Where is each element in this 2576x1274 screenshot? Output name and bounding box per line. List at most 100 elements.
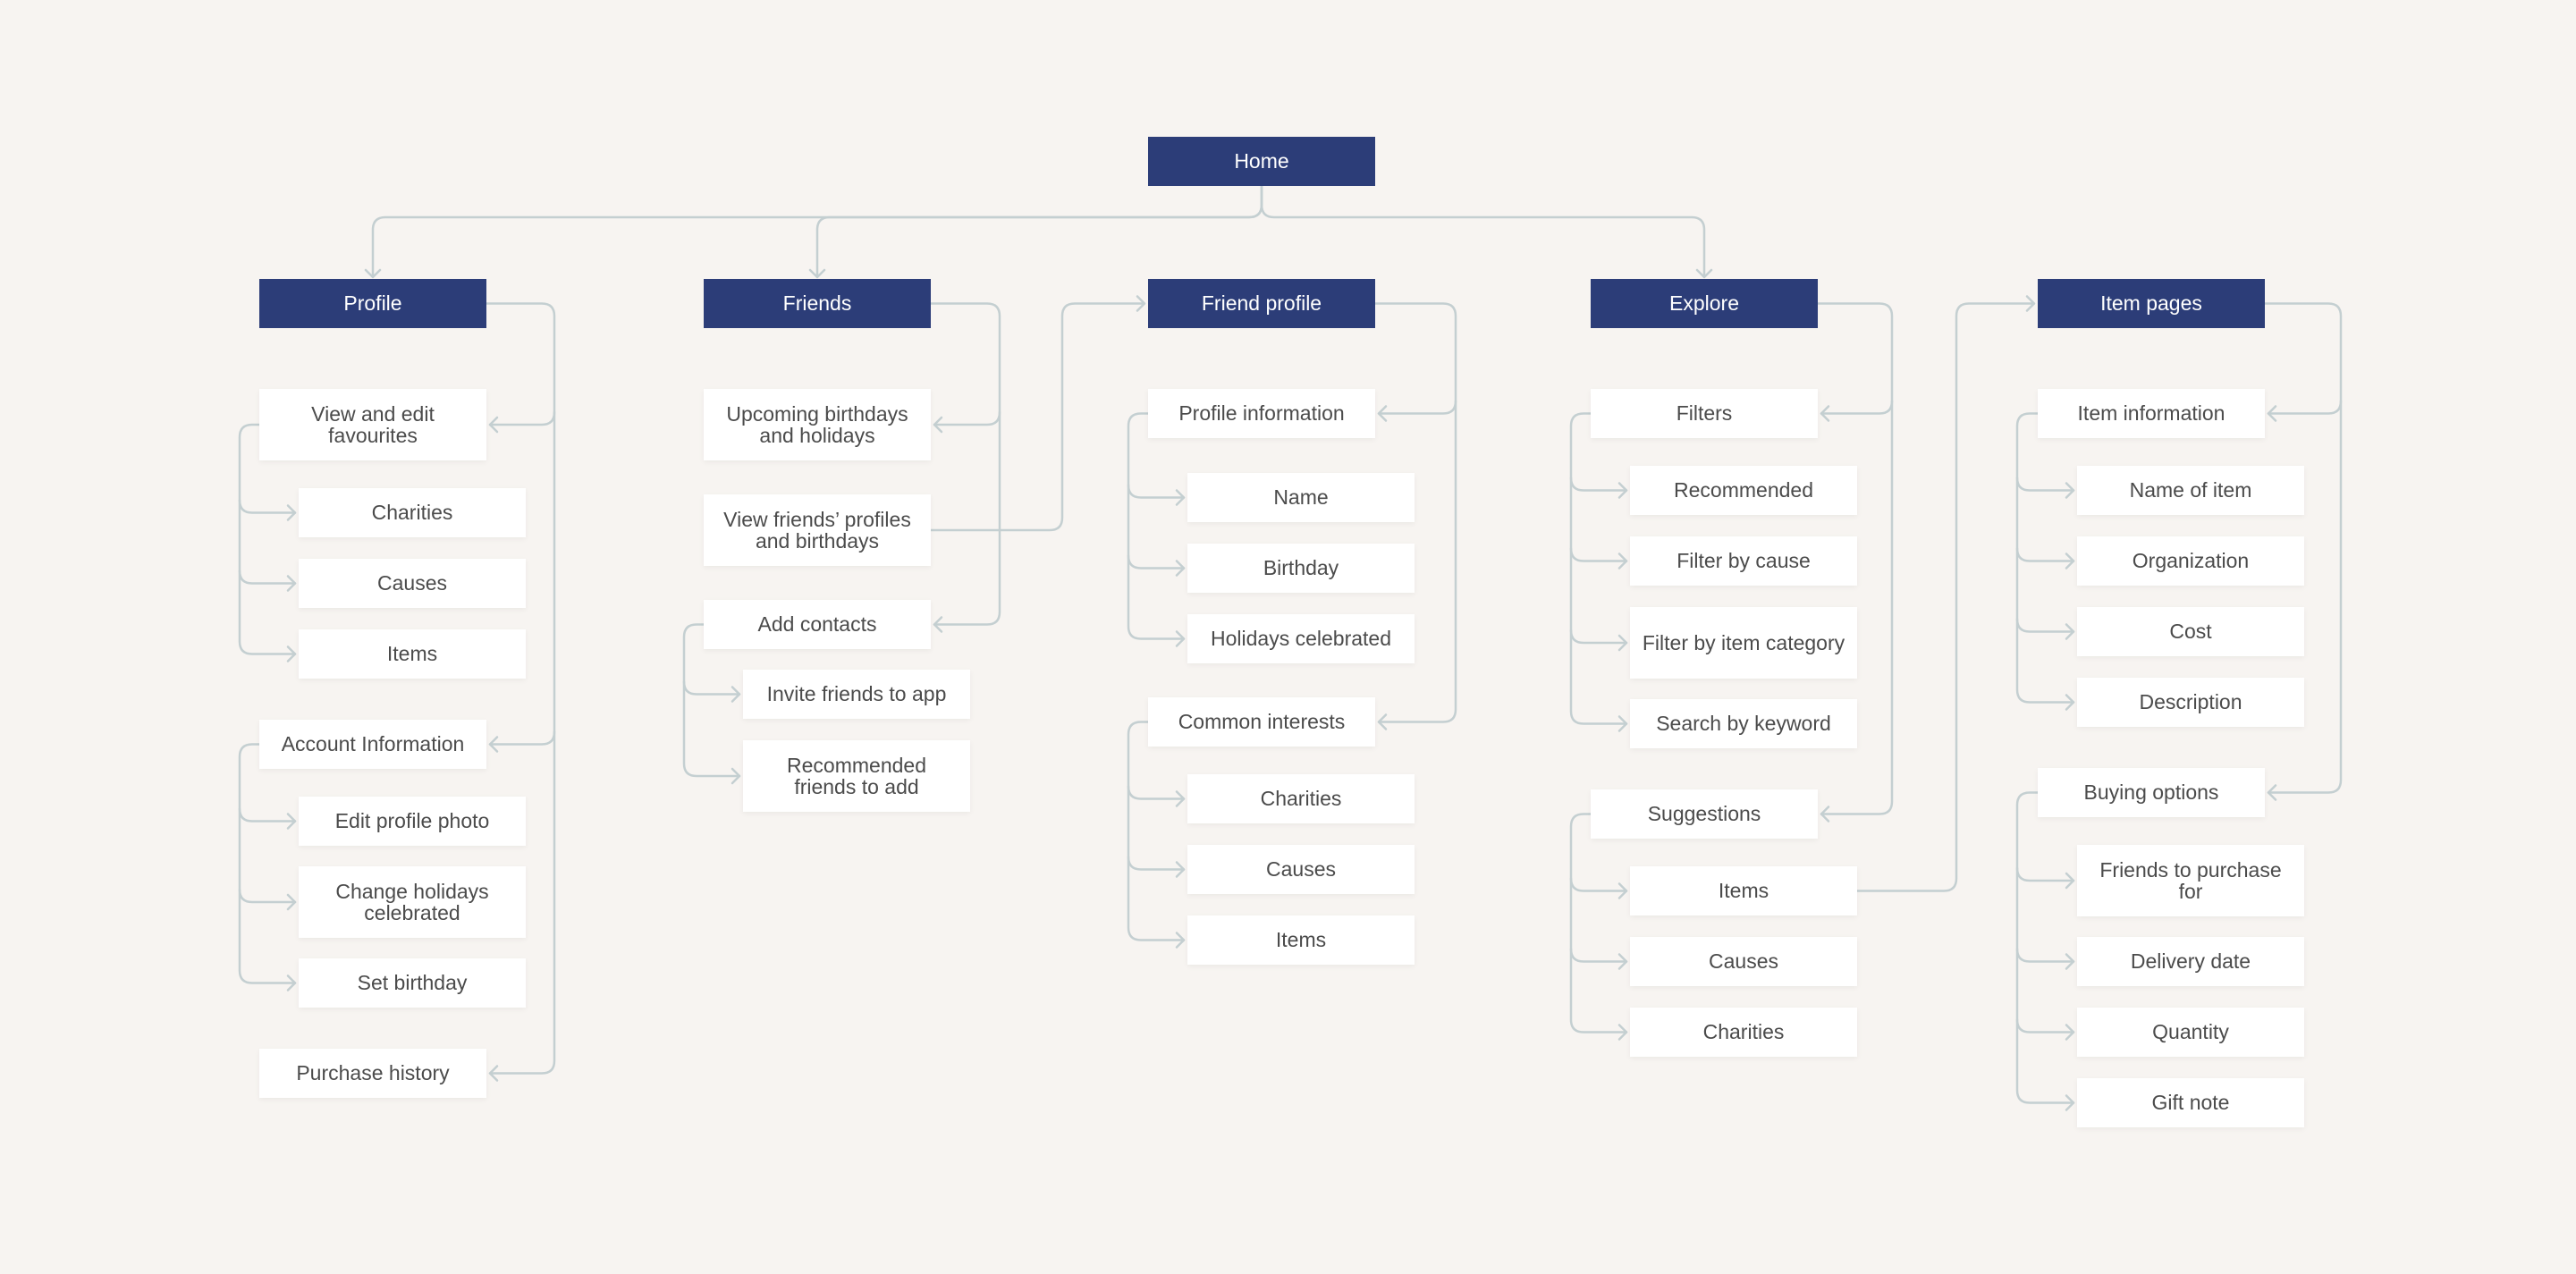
node-suggested-charities: Charities xyxy=(1630,1008,1857,1057)
node-cost: Cost xyxy=(2077,607,2304,656)
connector-favourites xyxy=(238,423,297,655)
connector-buying-options-arrow-i_note xyxy=(2065,1094,2075,1111)
connector-account-arrow-p_photo xyxy=(286,813,297,830)
connector-items-to-item-pages xyxy=(1855,295,2036,892)
node-view-edit-favourites: View and edit favourites xyxy=(259,389,486,460)
node-gift-note: Gift note xyxy=(2077,1078,2304,1127)
node-recommended: Recommended xyxy=(1630,466,1857,515)
connector-suggestions-arrow-e_items xyxy=(1617,882,1628,899)
connector-favourites-arrow-p_char xyxy=(286,504,297,521)
connector-friends-arrow-f_add xyxy=(933,616,943,633)
node-filter-by-cause: Filter by cause xyxy=(1630,536,1857,586)
connector-buying-options-i_fr xyxy=(2015,866,2075,882)
node-name-of-item: Name of item xyxy=(2077,466,2304,515)
connector-profile xyxy=(485,302,556,1075)
node-holidays-celebrated: Holidays celebrated xyxy=(1187,614,1415,663)
node-birthday: Birthday xyxy=(1187,544,1415,593)
connector-profile-arrow-p_hist xyxy=(488,1065,499,1082)
connector-common-interests xyxy=(1127,721,1186,941)
node-explore: Explore xyxy=(1591,279,1818,328)
node-add-contacts: Add contacts xyxy=(704,600,931,649)
node-organization: Organization xyxy=(2077,536,2304,586)
connector-item-pages xyxy=(2263,302,2343,794)
connector-item-information-arrow-i_desc xyxy=(2065,694,2075,711)
node-common-charities: Charities xyxy=(1187,774,1415,823)
node-filters: Filters xyxy=(1591,389,1818,438)
node-change-holidays: Change holidays celebrated xyxy=(299,866,526,938)
node-invite-friends: Invite friends to app xyxy=(743,670,970,719)
connector-item-information-arrow-i_cost xyxy=(2065,623,2075,640)
connector-item-pages-arrow-i_buy xyxy=(2267,784,2277,801)
connector-filters-arrow-e_rec xyxy=(1617,482,1628,499)
connector-common-interests-fp_caus xyxy=(1127,856,1186,871)
connector-suggestions-arrow-e_char xyxy=(1617,1024,1628,1041)
connector-home-profile xyxy=(364,184,1263,279)
connector-account-arrow-p_bday xyxy=(286,974,297,991)
node-suggestions: Suggestions xyxy=(1591,789,1818,839)
connector-filters-arrow-e_kw xyxy=(1617,715,1628,732)
connector-profile-information-fp_name xyxy=(1127,484,1186,499)
connector-profile-arrow-p_acct xyxy=(488,736,499,753)
connector-add-contacts xyxy=(682,623,741,778)
connector-item-information-arrow-i_org xyxy=(2065,553,2075,570)
node-favourite-items: Items xyxy=(299,629,526,679)
node-suggested-items: Items xyxy=(1630,866,1857,915)
connector-add-contacts-arrow-f_rec xyxy=(731,767,741,785)
connector-favourites-arrow-p_item xyxy=(286,645,297,662)
node-friends-to-purchase-for: Friends to purchase for xyxy=(2077,845,2304,916)
connector-account-arrow-p_hol xyxy=(286,893,297,911)
connector-friend-profile-arrow-fp_info xyxy=(1377,405,1388,422)
node-quantity: Quantity xyxy=(2077,1008,2304,1057)
connector-favourites-arrow-p_caus xyxy=(286,575,297,592)
node-favourite-charities: Charities xyxy=(299,488,526,537)
connector-buying-options xyxy=(2015,791,2075,1104)
connector-item-pages-arrow-i_info xyxy=(2267,405,2277,422)
connector-item-information-arrow-i_name xyxy=(2065,482,2075,499)
node-suggested-causes: Causes xyxy=(1630,937,1857,986)
connector-buying-options-i_qty xyxy=(2015,1018,2075,1034)
connector-common-interests-fp_char xyxy=(1127,785,1186,800)
node-friends: Friends xyxy=(704,279,931,328)
connector-account-p_hol xyxy=(238,888,297,904)
connector-suggestions-arrow-e_caus xyxy=(1617,953,1628,970)
node-favourite-causes: Causes xyxy=(299,559,526,608)
connector-explore-arrow-e_sug xyxy=(1820,806,1830,823)
connector-profile-p_fav xyxy=(488,410,556,426)
connector-buying-options-i_del xyxy=(2015,948,2075,963)
node-buying-options: Buying options xyxy=(2038,768,2265,817)
node-common-causes: Causes xyxy=(1187,845,1415,894)
connector-item-information-i_cost xyxy=(2015,618,2075,633)
connector-suggestions-e_items xyxy=(1569,877,1628,892)
node-description: Description xyxy=(2077,678,2304,727)
connector-profile-information-arrow-fp_bday xyxy=(1175,560,1186,577)
connector-explore-arrow-e_filt xyxy=(1820,405,1830,422)
node-search-by-keyword: Search by keyword xyxy=(1630,699,1857,748)
connector-filters-e_rec xyxy=(1569,477,1628,492)
connector-explore-e_filt xyxy=(1820,400,1894,415)
connector-friend-profile-fp_info xyxy=(1377,400,1457,415)
node-profile: Profile xyxy=(259,279,486,328)
node-recommended-friends: Recommended friends to add xyxy=(743,740,970,812)
node-set-birthday: Set birthday xyxy=(299,958,526,1008)
connector-friends-arrow-f_up xyxy=(933,416,943,434)
node-profile-information: Profile information xyxy=(1148,389,1375,438)
node-common-items: Items xyxy=(1187,915,1415,965)
connector-home-friends xyxy=(808,184,1263,279)
node-account-information: Account Information xyxy=(259,720,486,769)
node-item-pages: Item pages xyxy=(2038,279,2265,328)
connector-friends xyxy=(929,302,1001,626)
connector-filters-arrow-e_cause xyxy=(1617,553,1628,570)
connector-home-explore xyxy=(1260,184,1713,279)
connector-buying-options-arrow-i_fr xyxy=(2065,872,2075,890)
connector-common-interests-arrow-fp_char xyxy=(1175,790,1186,807)
connector-buying-options-arrow-i_del xyxy=(2065,953,2075,970)
node-friend-profile: Friend profile xyxy=(1148,279,1375,328)
connector-account-p_photo xyxy=(238,807,297,823)
connector-item-information-i_name xyxy=(2015,477,2075,492)
connector-common-interests-arrow-fp_caus xyxy=(1175,861,1186,878)
connector-suggestions-e_caus xyxy=(1569,948,1628,963)
connector-item-information-i_org xyxy=(2015,547,2075,562)
node-view-friends-profiles: View friends’ profiles and birthdays xyxy=(704,494,931,566)
node-common-interests: Common interests xyxy=(1148,697,1375,747)
